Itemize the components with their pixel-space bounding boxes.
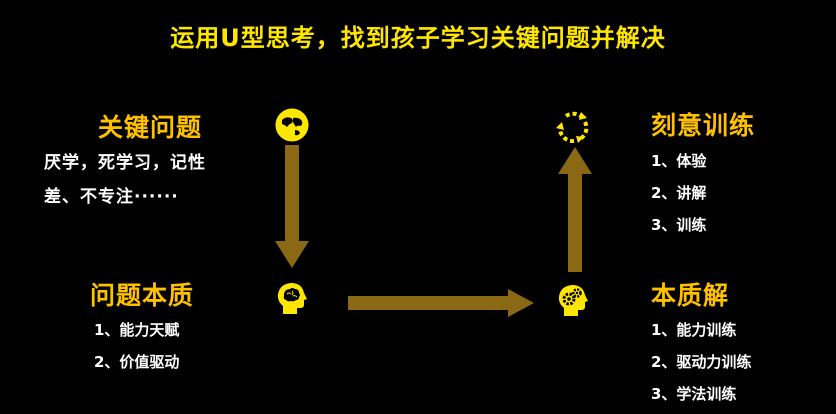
deliberate-practice-heading: 刻意训练	[651, 111, 756, 140]
cycle-icon	[554, 108, 592, 146]
list-item: 1、能力训练	[651, 321, 737, 339]
problem-essence-list: 1、能力天赋 2、价值驱动	[94, 318, 179, 382]
key-problem-text: 厌学，死学习，记性 差、不专注······	[44, 146, 206, 214]
list-item: 2、价值驱动	[94, 353, 180, 371]
list-item: 3、学法训练	[651, 385, 737, 403]
key-problem-heading: 关键问题	[98, 113, 203, 142]
list-item: 2、驱动力训练	[651, 353, 752, 371]
key-problem-line-1: 厌学，死学习，记性	[44, 153, 206, 173]
list-item: 2、讲解	[651, 184, 707, 202]
gears-head-icon	[554, 282, 592, 320]
essence-solution-heading: 本质解	[651, 281, 730, 310]
up-arrow	[555, 146, 595, 274]
page-title: 运用U型思考，找到孩子学习关键问题并解决	[170, 24, 666, 52]
list-item: 1、能力天赋	[94, 321, 180, 339]
globe-icon	[273, 106, 311, 144]
key-problem-line-2: 差、不专注······	[44, 187, 179, 207]
list-item: 3、训练	[651, 216, 707, 234]
brain-head-icon	[273, 280, 311, 318]
list-item: 1、体验	[651, 152, 707, 170]
essence-solution-list: 1、能力训练 2、驱动力训练 3、学法训练	[651, 318, 751, 414]
problem-essence-heading: 问题本质	[90, 281, 195, 310]
down-arrow	[272, 145, 312, 270]
right-arrow	[348, 287, 536, 319]
deliberate-practice-list: 1、体验 2、讲解 3、训练	[651, 149, 706, 245]
